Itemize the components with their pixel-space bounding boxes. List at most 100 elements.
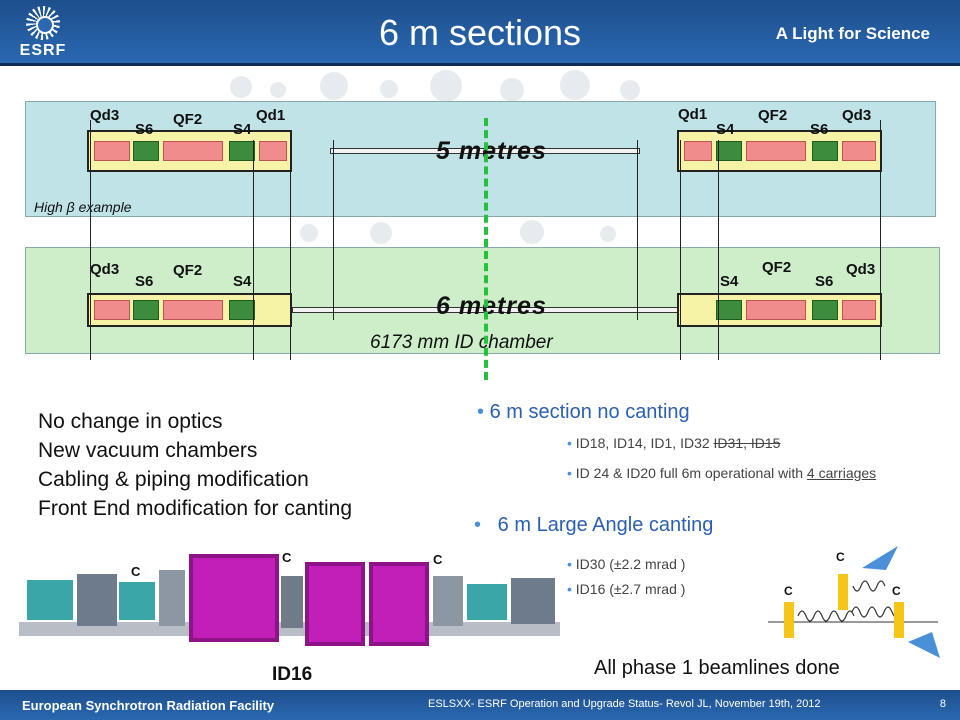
header-bar: ESRF 6 m sections A Light for Science [0,0,960,66]
machine-part [281,576,303,628]
center-line [484,118,488,380]
c-marker: C [282,550,292,565]
label-qd1: Qd1 [678,106,708,123]
magnet [94,300,130,320]
struck-ids: ID31, ID15 [713,435,781,451]
c-marker: C [892,584,901,598]
alignment-line [880,120,881,360]
esrf-logo: ESRF [18,6,68,62]
magnet [842,141,876,161]
canting-magnet [784,602,794,638]
magnet [163,141,223,161]
magnet [812,300,838,320]
sub-bullet: • ID18, ID14, ID1, ID32 ID31, ID15 [567,435,780,451]
list-item: Front End modification for canting [38,497,352,520]
undulator-frame [369,562,429,646]
machine-part [27,580,73,620]
bullet-canting: • 6 m Large Angle canting [474,514,713,537]
c-marker: C [433,552,443,567]
footer-bar: European Synchrotron Radiation Facility … [0,690,960,720]
bullet-icon: • [567,556,576,572]
bullet-icon: • [567,435,576,451]
label-s6: S6 [135,273,154,290]
list-item: Cabling & piping modification [38,468,309,491]
changes-list: No change in optics New vacuum chambers … [38,407,352,523]
bullet-no-canting: • 6 m section no canting [477,401,690,424]
magnet [133,141,159,161]
footer-citation: ESLSXX- ESRF Operation and Upgrade Statu… [428,698,821,710]
carriages-note: 4 carriages [806,465,877,481]
canting-magnet [894,602,904,638]
label-s6: S6 [810,121,829,138]
magnet [684,141,712,161]
canting-diagram: C C C [758,546,948,661]
magnet [229,300,255,320]
magnet [716,300,742,320]
magnet [812,141,838,161]
photo-caption: ID16 [272,664,313,685]
magnet [163,300,223,320]
id-list: ID18, ID14, ID1, ID32 [575,435,714,451]
beam-fan-icon [862,546,898,570]
sub-bullet: • ID 24 & ID20 full 6m operational with … [567,463,937,483]
alignment-line [718,140,719,360]
magnet [94,141,130,161]
slide-title: 6 m sections [378,12,582,53]
undulator-frame [189,554,279,642]
label-s4: S4 [233,273,252,290]
label-qf2: QF2 [762,259,792,276]
id16-photo: C C C [19,548,560,660]
machine-part [467,584,507,620]
length-label-5m: 5 metres [436,137,547,165]
sub-bullet: • ID16 (±2.7 mrad ) [567,581,685,597]
magnet [716,141,742,161]
alignment-line [680,140,681,360]
c-marker: C [784,584,793,598]
tagline: A Light for Science [775,24,930,43]
alignment-line [637,140,638,320]
magnet [746,141,806,161]
bullet-icon: • [477,401,490,423]
canting-id: ID30 (±2.2 mrad ) [575,556,686,572]
magnet [259,141,287,161]
bullet-icon: • [567,465,576,481]
label-s4: S4 [233,121,252,138]
undulator-frame [305,562,365,646]
chamber-label: 6173 mm ID chamber [370,332,553,353]
alignment-line [290,140,291,360]
machine-part [159,570,185,626]
canting-id: ID16 (±2.7 mrad ) [575,581,686,597]
label-s6: S6 [135,121,154,138]
high-beta-note: High β example [34,199,132,215]
magnet [133,300,159,320]
length-label-6m: 6 metres [436,292,547,320]
page-number: 8 [939,698,946,710]
footer-facility: European Synchrotron Radiation Facility [22,698,275,713]
label-qf2: QF2 [173,262,203,279]
canting-sketch [768,546,940,658]
label-qd1: Qd1 [256,107,286,124]
alignment-line [90,120,91,360]
label-s6: S6 [815,273,834,290]
machine-part [511,578,555,624]
label-qd3: Qd3 [90,261,120,278]
bullet-title: 6 m Large Angle canting [497,514,714,536]
label-qd3: Qd3 [846,261,876,278]
bullet-icon: • [474,514,498,536]
logo-text: ESRF [19,42,67,59]
machine-part [77,574,117,626]
label-s4: S4 [720,273,739,290]
c-marker: C [131,564,141,579]
sunburst-icon [26,6,60,40]
label-qf2: QF2 [758,107,788,124]
label-qd3: Qd3 [90,107,120,124]
machine-part [119,582,155,620]
label-qf2: QF2 [173,111,203,128]
list-item: New vacuum chambers [38,439,258,462]
label-qd3: Qd3 [842,107,872,124]
magnet [229,141,255,161]
operational-note: ID 24 & ID20 full 6m operational with [575,465,807,481]
bullet-title: 6 m section no canting [489,401,690,423]
list-item: No change in optics [38,410,223,433]
alignment-line [333,140,334,320]
